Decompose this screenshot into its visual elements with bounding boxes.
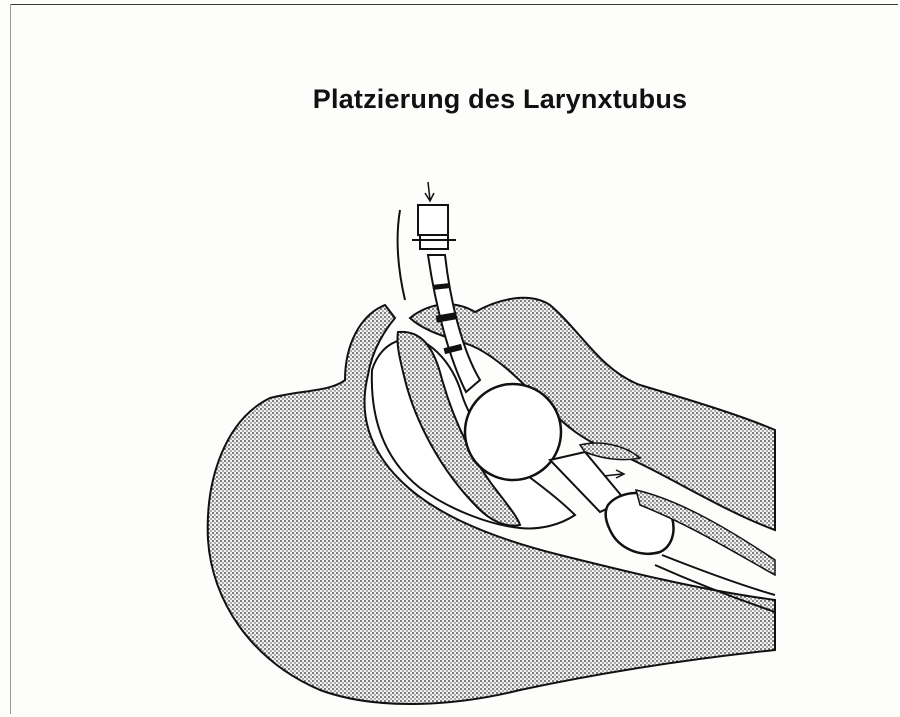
arrow-right-icon — [604, 470, 624, 478]
tube-connector — [418, 205, 448, 235]
arrow-down-icon — [425, 182, 434, 201]
pilot-line — [398, 210, 405, 300]
tube-connector-ring — [420, 235, 448, 249]
pharyngeal-cuff — [465, 384, 561, 480]
